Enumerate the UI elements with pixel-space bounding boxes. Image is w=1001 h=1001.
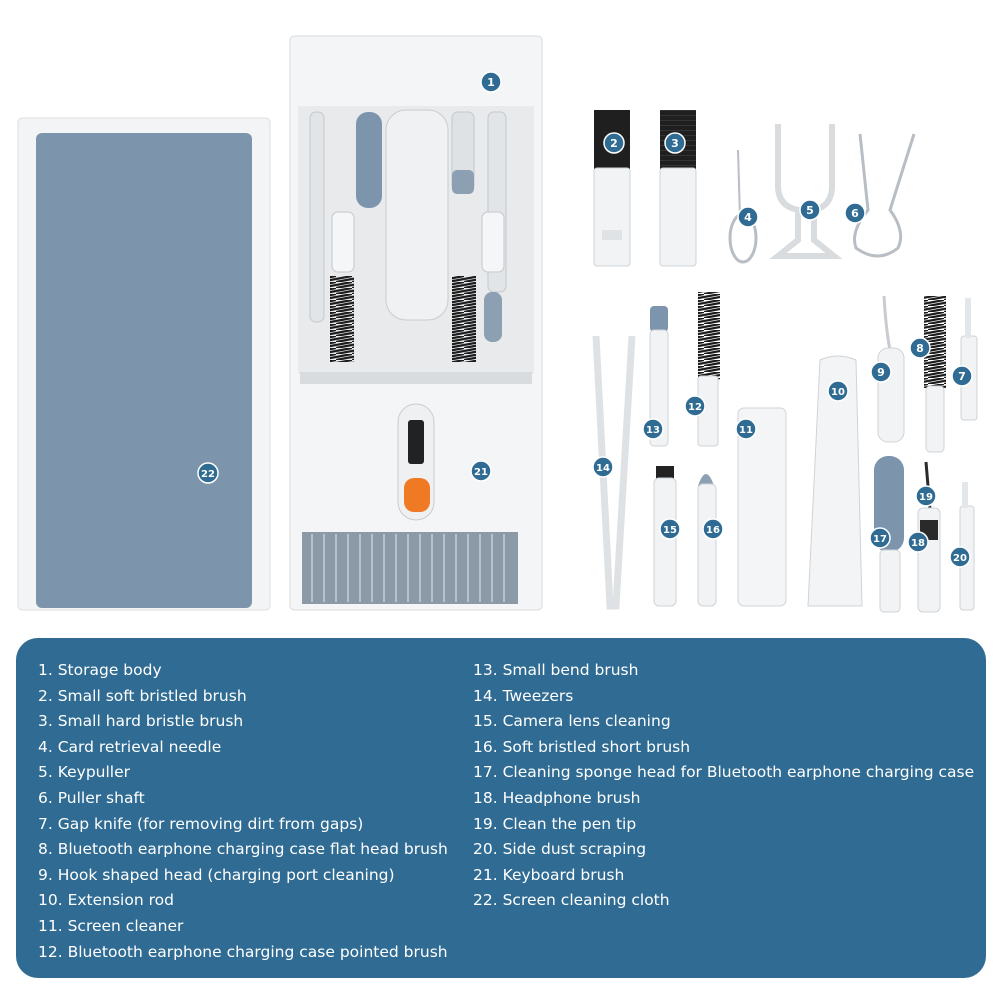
svg-text:15: 15	[663, 525, 677, 536]
badge-18: 18	[907, 531, 929, 553]
svg-text:1: 1	[487, 76, 495, 89]
badge-11: 11	[735, 418, 757, 440]
legend-item: 9. Hook shaped head (charging port clean…	[38, 865, 395, 884]
legend-item: 4. Card retrieval needle	[38, 737, 222, 756]
legend-item: 22. Screen cleaning cloth	[473, 891, 670, 910]
svg-text:3: 3	[671, 137, 679, 150]
badge-14: 14	[592, 456, 614, 478]
legend-item: 12. Bluetooth earphone charging case poi…	[38, 942, 448, 961]
legend-item: 13. Small bend brush	[473, 661, 639, 679]
extension-rod	[807, 355, 863, 607]
legend-left-column: 1. Storage body 2. Small soft bristled b…	[38, 658, 448, 965]
svg-text:11: 11	[739, 425, 753, 436]
badge-12: 12	[684, 395, 706, 417]
badge-21: 21	[470, 460, 492, 482]
puller-shaft	[853, 133, 916, 258]
keypuller	[769, 124, 843, 259]
badge-20: 20	[949, 546, 971, 568]
svg-text:10: 10	[831, 387, 845, 398]
svg-text:5: 5	[806, 204, 814, 217]
product-illustration: 1 2 3 4 5 6 7 8 9 10 11 12 13 14 15 16 1…	[17, 35, 978, 613]
screen-cleaning-cloth	[17, 117, 271, 611]
badge-3: 3	[664, 132, 686, 154]
badge-16: 16	[702, 518, 724, 540]
svg-text:4: 4	[744, 211, 752, 224]
svg-text:8: 8	[916, 342, 924, 355]
badge-19: 19	[915, 485, 937, 507]
soft-bristled-short-brush	[697, 474, 717, 607]
earphone-case-pointed-brush	[697, 292, 720, 447]
legend-item: 6. Puller shaft	[38, 788, 145, 807]
legend-item: 20. Side dust scraping	[473, 840, 647, 859]
svg-text:16: 16	[706, 525, 720, 536]
badge-7: 7	[951, 365, 973, 387]
svg-text:6: 6	[851, 207, 859, 220]
legend-item: 16. Soft bristled short brush	[473, 737, 691, 756]
badge-22: 22	[197, 462, 219, 484]
badge-17: 17	[869, 527, 891, 549]
badge-13: 13	[642, 418, 664, 440]
svg-text:19: 19	[919, 492, 933, 503]
storage-body	[289, 35, 543, 611]
side-dust-scraper	[959, 482, 975, 611]
legend-item: 2. Small soft bristled brush	[38, 686, 247, 705]
card-retrieval-needle	[728, 149, 758, 264]
legend-panel: 1. Storage body 2. Small soft bristled b…	[16, 638, 986, 978]
svg-text:2: 2	[610, 137, 618, 150]
legend-item: 8. Bluetooth earphone charging case flat…	[38, 840, 448, 859]
badge-5: 5	[799, 199, 821, 221]
svg-text:22: 22	[201, 469, 215, 480]
svg-text:12: 12	[688, 402, 702, 413]
badge-4: 4	[737, 206, 759, 228]
legend-item: 15. Camera lens cleaning	[473, 712, 671, 731]
svg-text:9: 9	[877, 366, 885, 379]
badge-10: 10	[827, 380, 849, 402]
screen-cleaner	[737, 407, 787, 607]
svg-text:17: 17	[873, 534, 887, 545]
badge-8: 8	[909, 337, 931, 359]
svg-text:7: 7	[958, 370, 966, 383]
legend-item: 11. Screen cleaner	[38, 916, 184, 935]
legend-item: 19. Clean the pen tip	[473, 814, 637, 833]
earphone-case-flat-head-brush	[924, 296, 946, 453]
legend-item: 7. Gap knife (for removing dirt from gap…	[38, 814, 364, 833]
svg-text:21: 21	[474, 467, 488, 478]
legend-item: 17. Cleaning sponge head for Bluetooth e…	[473, 763, 975, 782]
legend-item: 10. Extension rod	[38, 891, 174, 910]
svg-text:18: 18	[911, 538, 925, 549]
legend-item: 3. Small hard bristle brush	[38, 712, 244, 731]
badge-15: 15	[659, 518, 681, 540]
legend-item: 1. Storage body	[38, 661, 162, 679]
badges: 1 2 3 4 5 6 7 8 9 10 11 12 13 14 15 16 1…	[197, 71, 973, 568]
small-bend-brush	[649, 306, 669, 447]
gap-knife	[960, 298, 978, 421]
legend-right-column: 13. Small bend brush 14. Tweezers 15. Ca…	[473, 658, 974, 914]
legend-item: 18. Headphone brush	[473, 788, 641, 807]
legend-item: 14. Tweezers	[473, 686, 574, 705]
camera-lens-cleaning-tool	[653, 466, 677, 607]
badge-9: 9	[870, 361, 892, 383]
svg-text:20: 20	[953, 553, 967, 564]
svg-text:14: 14	[596, 463, 610, 474]
badge-6: 6	[844, 202, 866, 224]
badge-1: 1	[480, 71, 502, 93]
legend-item: 5. Keypuller	[38, 763, 131, 782]
badge-2: 2	[603, 132, 625, 154]
svg-text:13: 13	[646, 425, 660, 436]
legend-item: 21. Keyboard brush	[473, 865, 625, 884]
